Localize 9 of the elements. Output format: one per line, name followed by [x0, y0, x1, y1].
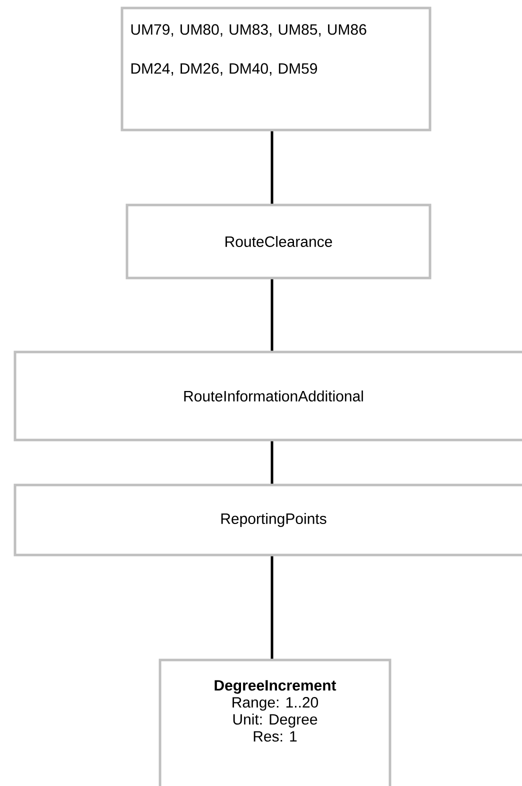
connector-line: [270, 131, 274, 204]
box: RouteClearance: [126, 204, 432, 280]
box: DegreeIncrement Range: 1..20 Unit: Degree Res: 1: [158, 658, 392, 786]
connector-line: [270, 279, 274, 351]
connector-line: [270, 556, 274, 659]
box: RouteInformationAdditional: [14, 350, 522, 442]
box: ReportingPoints: [14, 484, 522, 556]
connector-line: [270, 441, 274, 484]
box: UM79, UM80, UM83, UM85, UM86 DM24, DM26, DM40, DM59: [120, 6, 432, 132]
